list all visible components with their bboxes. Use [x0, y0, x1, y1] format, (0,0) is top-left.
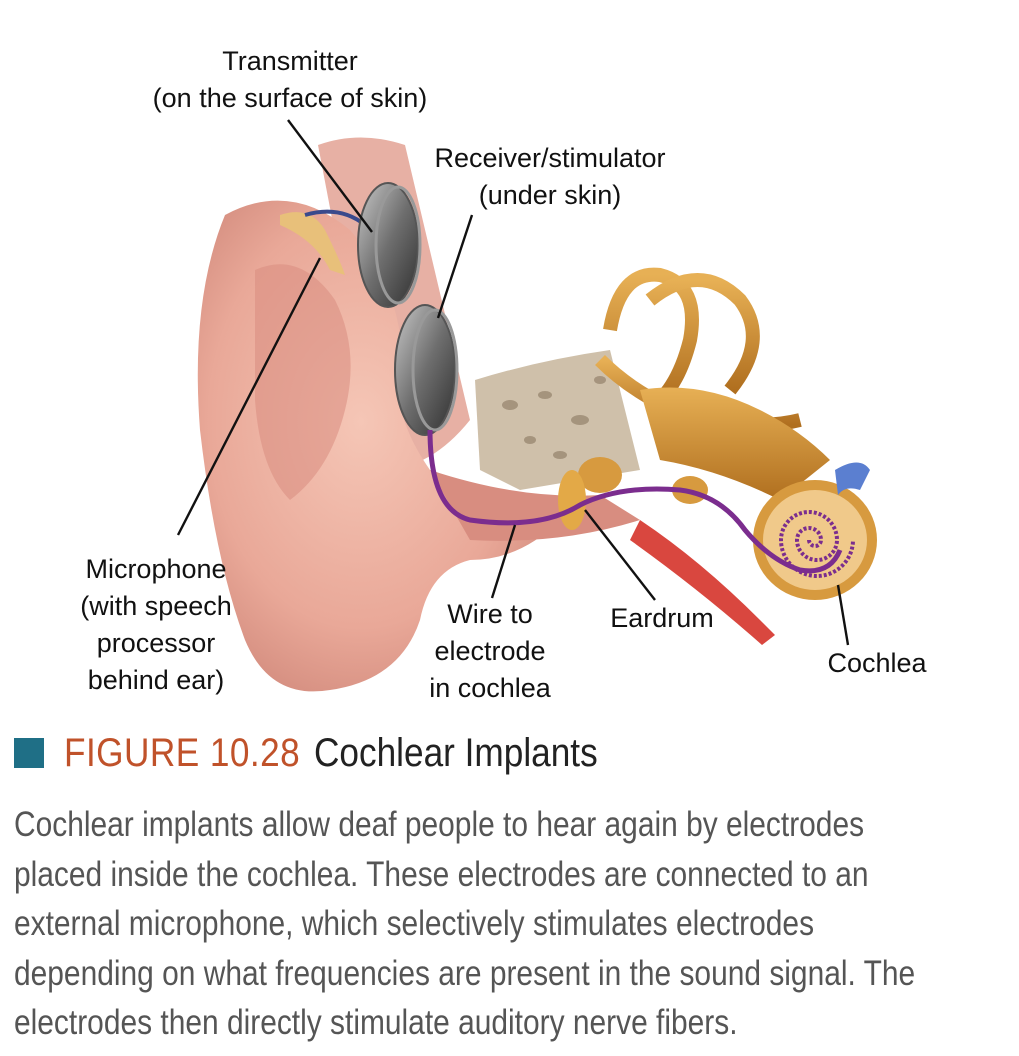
ear-fold — [255, 264, 351, 500]
label-transmitter-line-2: (on the surface of skin) — [152, 83, 428, 113]
caption-body: Cochlear implants allow deaf people to h… — [14, 805, 916, 1042]
label-wire-line-1: Wire to — [447, 599, 533, 629]
figure-number: FIGURE 10.28 — [64, 730, 301, 775]
eardrum-shape — [558, 470, 586, 530]
label-transmitter-line-1: Transmitter — [222, 46, 358, 76]
figure-title: Cochlear Implants — [314, 730, 599, 775]
label-wire-line-3: in cochlea — [429, 673, 551, 703]
figure-caption-header: FIGURE 10.28 Cochlear Implants — [14, 728, 637, 778]
label-microphone-line-4: behind ear) — [87, 665, 225, 695]
label-receiver-line-1: Receiver/stimulator — [434, 143, 666, 173]
leader-wire — [490, 524, 517, 599]
label-eardrum-line-1: Eardrum — [610, 603, 714, 633]
label-cochlea: Cochlea — [818, 645, 936, 682]
label-microphone: Microphone (with speech processor behind… — [66, 551, 246, 699]
label-receiver-line-2: (under skin) — [478, 180, 622, 210]
auditory-tube — [630, 520, 775, 645]
label-wire: Wire to electrode in cochlea — [415, 596, 565, 707]
skull-bone — [475, 350, 640, 490]
leader-eardrum — [584, 509, 656, 601]
label-microphone-line-3: processor — [96, 628, 216, 658]
transmitter-disk — [357, 182, 419, 308]
label-microphone-line-1: Microphone — [85, 554, 227, 584]
ear-illustration — [176, 119, 877, 692]
label-microphone-line-2: (with speech — [80, 591, 232, 621]
leader-microphone — [176, 257, 322, 536]
label-transmitter: Transmitter (on the surface of skin) — [139, 43, 441, 117]
cochlear-implant-diagram: Transmitter (on the surface of skin) Rec… — [66, 43, 936, 707]
label-cochlea-line-1: Cochlea — [827, 648, 927, 678]
leader-transmitter — [287, 119, 373, 233]
label-eardrum: Eardrum — [600, 600, 724, 637]
caption-marker-square — [14, 738, 44, 768]
label-wire-line-2: electrode — [434, 636, 546, 666]
leader-cochlea — [836, 584, 850, 646]
inner-ear — [578, 267, 830, 504]
leader-lines — [176, 119, 850, 646]
label-receiver: Receiver/stimulator (under skin) — [420, 140, 680, 214]
electrode-wire — [427, 429, 843, 574]
receiver-rim — [411, 308, 459, 432]
receiver-disk — [394, 304, 456, 436]
bone-pores — [502, 376, 606, 459]
processor-pad — [280, 212, 345, 275]
transmitter-rim — [374, 185, 422, 305]
leader-receiver — [436, 214, 474, 319]
